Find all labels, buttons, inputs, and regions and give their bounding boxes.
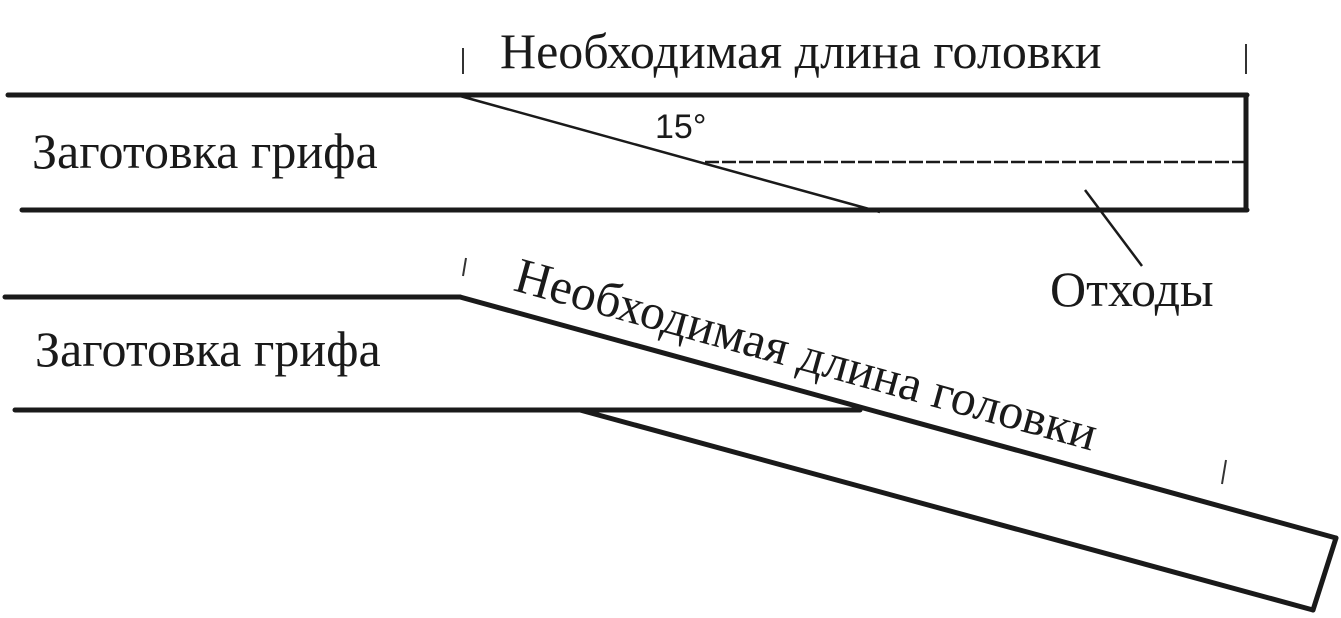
bottom-blank-label: Заготовка грифа	[35, 321, 381, 377]
headstock-bottom-edge	[577, 407, 1316, 613]
top-dimension-label: Необходимая длина головки	[500, 23, 1102, 79]
waste-leader-line	[1084, 189, 1143, 267]
dimension-tick-right	[1221, 459, 1227, 485]
cut-line	[459, 94, 881, 214]
headstock-top-edge	[457, 294, 1339, 541]
top-diagram: Необходимая длина головки 15° Заготовка …	[5, 23, 1250, 317]
dimension-tick-left	[462, 257, 467, 277]
waste-label: Отходы	[1050, 261, 1214, 317]
angle-label: 15°	[655, 108, 706, 146]
top-blank-label: Заготовка грифа	[32, 123, 378, 179]
bottom-dimension-label: Необходимая длина головки	[509, 247, 1104, 462]
headstock-end-edge	[1310, 535, 1339, 613]
